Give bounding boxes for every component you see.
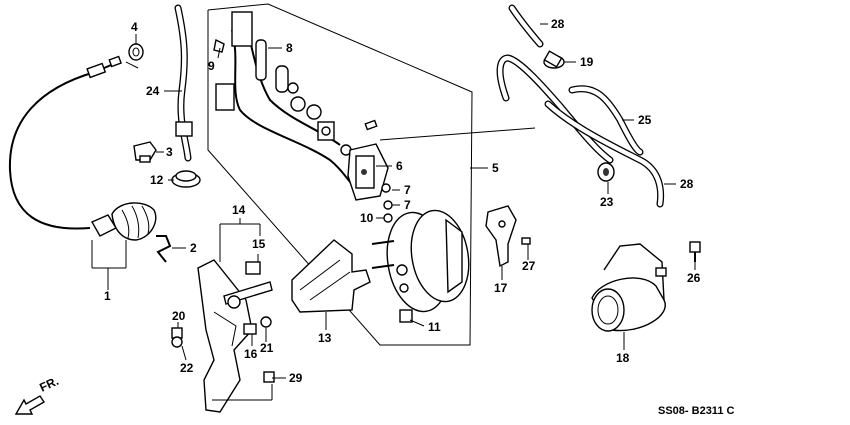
- part-5-outline: [207, 3, 536, 346]
- label-4: 4: [131, 20, 138, 34]
- label-18: 18: [616, 351, 630, 365]
- clip-2: [156, 235, 172, 263]
- clip-3: [133, 141, 157, 163]
- part-labels: 1 2 3 4 5 6 7 7 8 9 10 11 12 13 14 15 16…: [104, 17, 701, 385]
- label-3: 3: [166, 145, 173, 159]
- label-16: 16: [244, 347, 258, 361]
- label-7b: 7: [404, 198, 411, 212]
- diagram-code: SS08- B2311 C: [658, 405, 734, 417]
- label-22: 22: [180, 361, 194, 375]
- valve-19: [543, 50, 565, 69]
- leader-lines: [91, 23, 696, 401]
- label-1: 1: [104, 289, 111, 303]
- harness: [213, 11, 359, 191]
- label-26: 26: [687, 271, 701, 285]
- hose-25: [496, 54, 644, 164]
- hose-28-right: [544, 100, 665, 208]
- front-arrow: FR.: [14, 374, 61, 415]
- label-5: 5: [492, 161, 499, 175]
- label-2: 2: [190, 241, 197, 255]
- actuator-6: [347, 143, 389, 201]
- pedal-assembly: [197, 259, 273, 413]
- label-6: 6: [396, 159, 403, 173]
- clip-26: [689, 241, 701, 262]
- label-10: 10: [360, 211, 374, 225]
- brake-booster: [371, 209, 470, 323]
- label-13: 13: [318, 331, 332, 345]
- label-23: 23: [600, 195, 614, 209]
- bracket-17: [485, 205, 531, 268]
- bolt-top: [364, 119, 378, 131]
- label-29: 29: [289, 371, 303, 385]
- front-arrow-label: FR.: [37, 374, 60, 395]
- vacuum-tank-18: [591, 243, 667, 332]
- label-17: 17: [494, 281, 508, 295]
- throttle-cable: [8, 55, 157, 241]
- label-15: 15: [252, 237, 266, 251]
- label-20: 20: [172, 309, 186, 323]
- label-8: 8: [286, 41, 293, 55]
- label-27: 27: [522, 259, 536, 273]
- label-28b: 28: [680, 177, 694, 191]
- hose-28-top: [508, 4, 544, 48]
- label-12: 12: [150, 173, 164, 187]
- label-19: 19: [580, 55, 594, 69]
- vacuum-hose-24: [174, 4, 193, 162]
- label-25: 25: [638, 113, 652, 127]
- label-24: 24: [146, 84, 160, 98]
- grommet-12: [171, 170, 201, 188]
- label-28a: 28: [551, 17, 565, 31]
- label-11: 11: [428, 320, 441, 334]
- label-14: 14: [232, 203, 246, 217]
- small-parts-pedal: [171, 316, 275, 383]
- label-7a: 7: [404, 183, 411, 197]
- label-9: 9: [208, 59, 215, 73]
- label-21: 21: [260, 341, 274, 355]
- bracket-13: [291, 239, 371, 313]
- nuts-7: [381, 183, 393, 223]
- grommet-23: [597, 162, 615, 182]
- grommet-4: [128, 43, 144, 61]
